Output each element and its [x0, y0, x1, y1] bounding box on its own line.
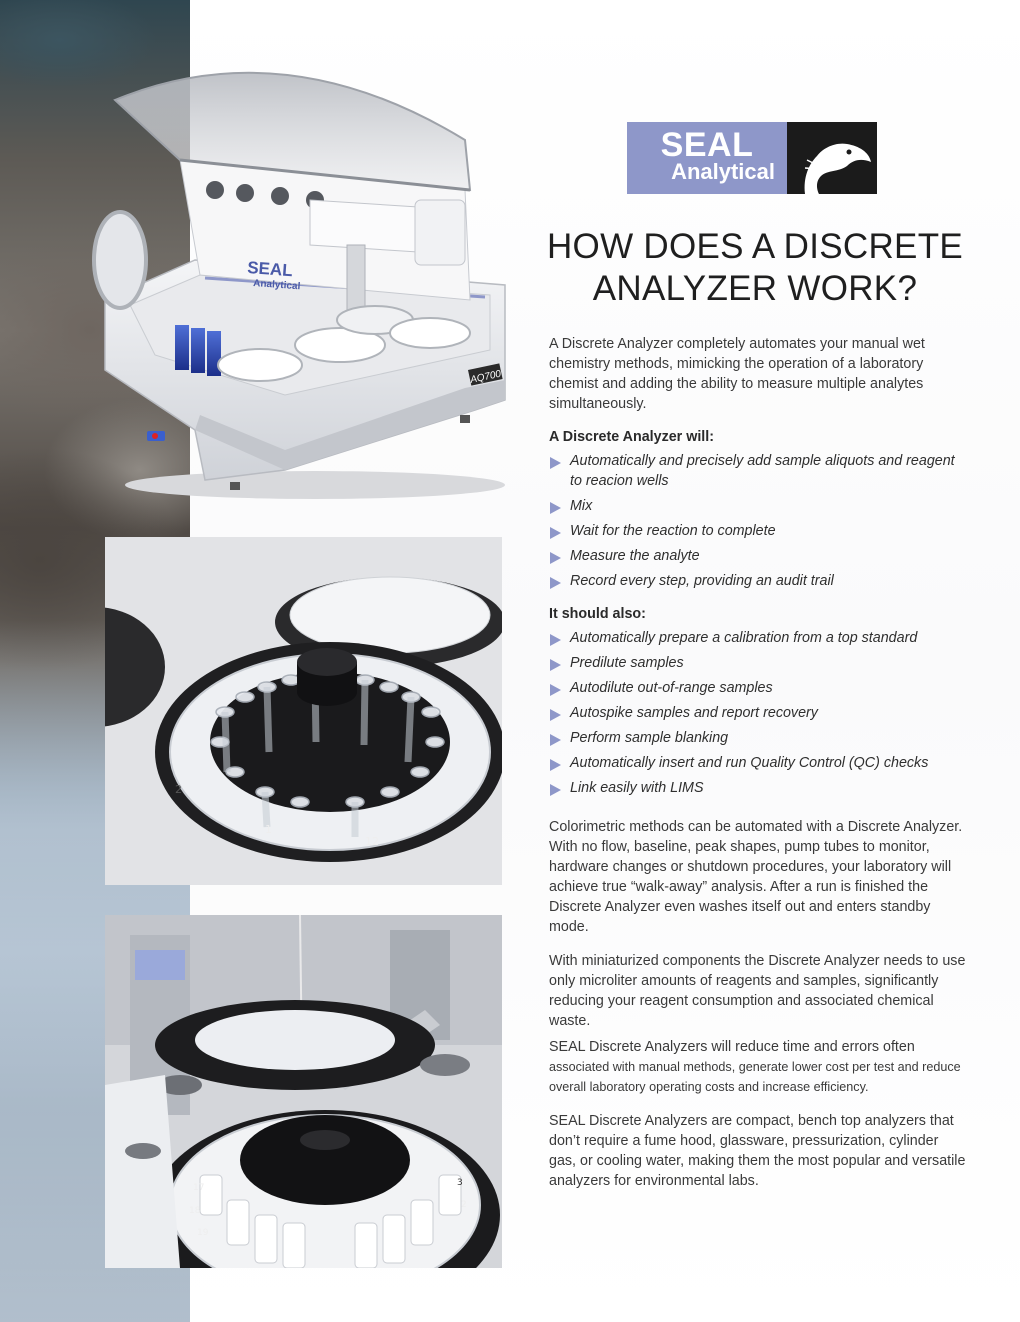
will-list: Automatically and precisely add sample a… [549, 452, 969, 591]
arrow-bullet-icon [550, 734, 561, 746]
also-heading: It should also: [549, 606, 646, 622]
arrow-bullet-icon [550, 634, 561, 646]
arrow-bullet-icon [550, 576, 561, 589]
logo-text-analytical: Analytical [671, 159, 775, 184]
title-line-2: ANALYZER WORK? [592, 269, 918, 308]
arrow-bullet-icon [550, 759, 561, 771]
will-heading: A Discrete Analyzer will: [549, 429, 715, 445]
photo-sample-carousel: 2 1 12 [105, 537, 502, 885]
list-item: Automatically prepare a calibration from… [549, 629, 969, 649]
rack-label: 18 [189, 1206, 201, 1216]
list-item: Automatically insert and run Quality Con… [549, 754, 969, 774]
rack-label: 19 [197, 1228, 209, 1238]
logo-text-seal: SEAL [660, 126, 754, 164]
seal-analytical-logo: SEAL Analytical [627, 122, 877, 194]
body-text-column: A Discrete Analyzer completely automates… [549, 334, 969, 1191]
reduce-costs-paragraph: SEAL Discrete Analyzers will reduce time… [549, 1038, 961, 1094]
arrow-bullet-icon [550, 551, 561, 564]
rack-label: 3 [457, 1178, 463, 1188]
rack-label: 2 [461, 1200, 467, 1210]
tray-label: 2 [175, 783, 182, 796]
list-item: Link easily with LIMS [549, 779, 969, 799]
title-line-1: HOW DOES A DISCRETE [546, 227, 964, 266]
also-list: Automatically prepare a calibration from… [549, 629, 969, 799]
tray-label: 1 [265, 823, 272, 836]
colorimetric-paragraph: Colorimetric methods can be automated wi… [549, 818, 963, 935]
arrow-bullet-icon [550, 659, 561, 671]
device-brand-badge: SEAL [247, 258, 294, 280]
list-item: Perform sample blanking [549, 729, 969, 749]
arrow-bullet-icon [550, 709, 561, 721]
intro-paragraph: A Discrete Analyzer completely automates… [549, 336, 925, 412]
device-brand-badge-sub: Analytical [253, 278, 301, 292]
list-item: Automatically and precisely add sample a… [549, 452, 969, 491]
logo-wordmark: SEAL Analytical [627, 122, 787, 194]
list-item: Autodilute out-of-range samples [549, 679, 969, 699]
list-item: Predilute samples [549, 654, 969, 674]
rack-label: 17 [193, 1183, 204, 1193]
instrument-illustration: SEAL Analytical AQ700 [92, 71, 506, 499]
arrow-bullet-icon [550, 457, 561, 469]
tray-label: 12 [365, 835, 379, 848]
list-item: Autospike samples and report recovery [549, 704, 969, 724]
seal-mascot-icon [787, 122, 877, 194]
arrow-bullet-icon [550, 684, 561, 696]
list-item: Mix [549, 497, 969, 517]
arrow-bullet-icon [550, 784, 561, 796]
list-item: Wait for the reaction to complete [549, 522, 969, 542]
photo-probe-arm: 17 18 19 3 2 [105, 915, 502, 1268]
miniaturized-paragraph: With miniaturized components the Discret… [549, 952, 966, 1029]
list-item: Measure the analyte [549, 547, 969, 567]
compact-paragraph: SEAL Discrete Analyzers are compact, ben… [549, 1112, 966, 1189]
list-item: Record every step, providing an audit tr… [549, 572, 969, 592]
page-title: HOW DOES A DISCRETE ANALYZER WORK? [520, 226, 990, 310]
arrow-bullet-icon [550, 501, 561, 514]
arrow-bullet-icon [550, 526, 561, 539]
